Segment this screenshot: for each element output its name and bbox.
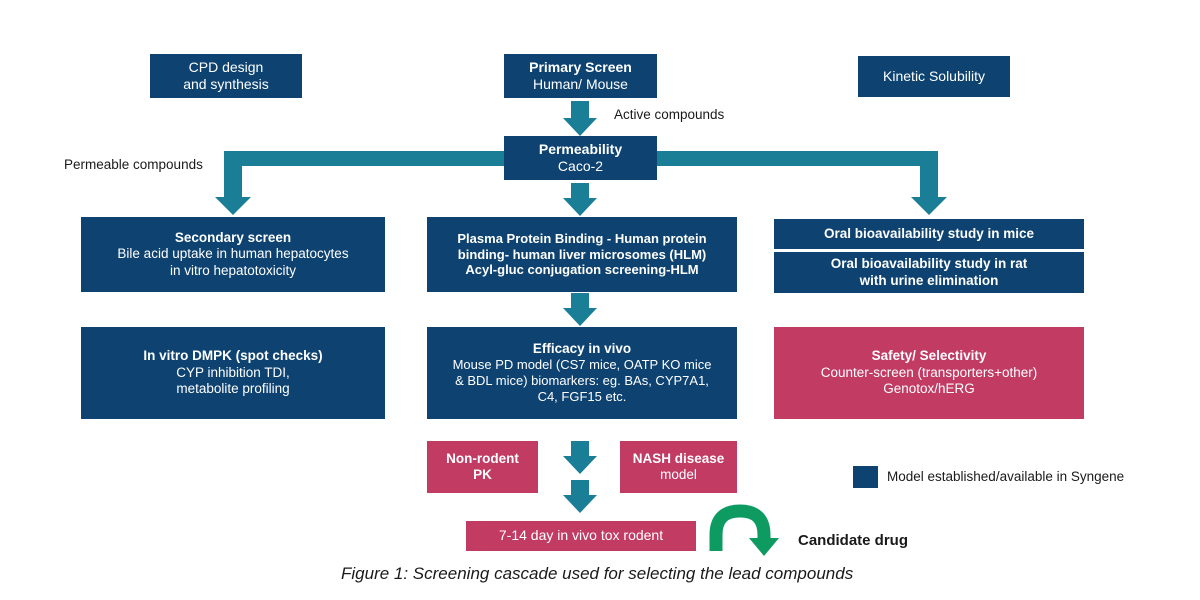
node-kinetic-solubility-title: Kinetic Solubility — [883, 67, 985, 84]
node-plasma-protein-binding[interactable]: Plasma Protein Binding - Human protein b… — [427, 217, 737, 292]
node-secondary-screen-title: Secondary screen — [174, 229, 292, 245]
label-active-compounds: Active compounds — [614, 107, 725, 122]
node-permeability-subtitle: Caco-2 — [557, 158, 604, 174]
arrow-primary-to-permeability — [563, 101, 597, 136]
node-efficacy-line2: Mouse PD model (CS7 mice, OATP KO mice — [452, 357, 712, 373]
arrow-efficacy-down-1 — [563, 441, 597, 474]
node-in-vitro-dmpk-line2: CYP inhibition TDI, — [176, 364, 290, 380]
node-primary-screen-subtitle: Human/ Mouse — [533, 76, 628, 92]
node-oral-bio-rat-line1: Oral bioavailability study in rat — [830, 256, 1028, 272]
node-secondary-screen-line2: Bile acid uptake in human hepatocytes — [117, 246, 349, 262]
node-oral-bio-mice-title: Oral bioavailability study in mice — [823, 225, 1035, 241]
node-oral-bioavailability-mice[interactable]: Oral bioavailability study in mice — [774, 219, 1084, 249]
node-nash-disease-model[interactable]: NASH disease model — [620, 441, 737, 493]
node-ppb-line2: binding- human liver microsomes (HLM) — [457, 246, 707, 262]
node-cpd-design-title: CPD design — [188, 58, 264, 75]
node-ppb-line1: Plasma Protein Binding - Human protein — [457, 230, 707, 246]
node-safety-line2: Counter-screen (transporters+other) — [820, 364, 1038, 380]
arrow-ppb-to-efficacy — [563, 293, 597, 326]
elbow-permeability-to-secondary-screen — [215, 151, 505, 215]
node-safety-selectivity[interactable]: Safety/ Selectivity Counter-screen (tran… — [774, 327, 1084, 419]
node-secondary-screen[interactable]: Secondary screen Bile acid uptake in hum… — [81, 217, 385, 292]
arrow-efficacy-down-2 — [563, 480, 597, 513]
node-permeability[interactable]: Permeability Caco-2 — [504, 136, 657, 180]
node-efficacy-title: Efficacy in vivo — [532, 340, 632, 356]
figure-caption: Figure 1: Screening cascade used for sel… — [341, 564, 854, 583]
node-oral-bioavailability-rat[interactable]: Oral bioavailability study in rat with u… — [774, 252, 1084, 293]
arrow-permeability-to-plasma-protein-binding — [563, 183, 597, 216]
node-nash-title: NASH disease — [632, 450, 725, 466]
node-non-rodent-pk-subtitle: PK — [473, 467, 492, 482]
node-ppb-line3: Acyl-gluc conjugation screening-HLM — [465, 262, 699, 278]
legend-label: Model established/available in Syngene — [887, 469, 1125, 484]
node-efficacy-in-vivo[interactable]: Efficacy in vivo Mouse PD model (CS7 mic… — [427, 327, 737, 419]
node-in-vitro-dmpk-title: In vitro DMPK (spot checks) — [143, 348, 323, 364]
node-non-rodent-pk-title: Non-rodent — [446, 450, 519, 466]
node-in-vitro-dmpk-line3: metabolite profiling — [176, 381, 290, 397]
node-tox-rodent-title: 7-14 day in vivo tox rodent — [498, 527, 664, 544]
node-tox-rodent[interactable]: 7-14 day in vivo tox rodent — [466, 521, 696, 551]
node-in-vitro-dmpk[interactable]: In vitro DMPK (spot checks) CYP inhibiti… — [81, 327, 385, 419]
node-safety-line3: Genotox/hERG — [883, 381, 975, 397]
node-non-rodent-pk[interactable]: Non-rodent PK — [427, 441, 538, 493]
elbow-permeability-to-oral-bioavailability — [657, 151, 947, 215]
node-efficacy-line4: C4, FGF15 etc. — [537, 389, 627, 405]
node-efficacy-line3: & BDL mice) biomarkers: eg. BAs, CYP7A1, — [455, 373, 709, 389]
node-oral-bio-rat-line2: with urine elimination — [859, 272, 999, 288]
node-secondary-screen-line3: in vitro hepatotoxicity — [169, 262, 297, 278]
legend-swatch — [853, 466, 878, 488]
node-cpd-design-subtitle: and synthesis — [183, 76, 269, 92]
node-cpd-design[interactable]: CPD design and synthesis — [150, 54, 302, 98]
curved-arrow-candidate-drug — [709, 504, 779, 556]
node-primary-screen[interactable]: Primary Screen Human/ Mouse — [504, 54, 657, 98]
node-nash-subtitle: model — [660, 467, 697, 482]
node-primary-screen-title: Primary Screen — [529, 58, 632, 75]
label-candidate-drug: Candidate drug — [798, 532, 909, 549]
node-safety-title: Safety/ Selectivity — [871, 348, 987, 364]
label-permeable-compounds: Permeable compounds — [64, 157, 203, 172]
node-kinetic-solubility[interactable]: Kinetic Solubility — [858, 56, 1010, 97]
node-permeability-title: Permeability — [538, 140, 623, 157]
